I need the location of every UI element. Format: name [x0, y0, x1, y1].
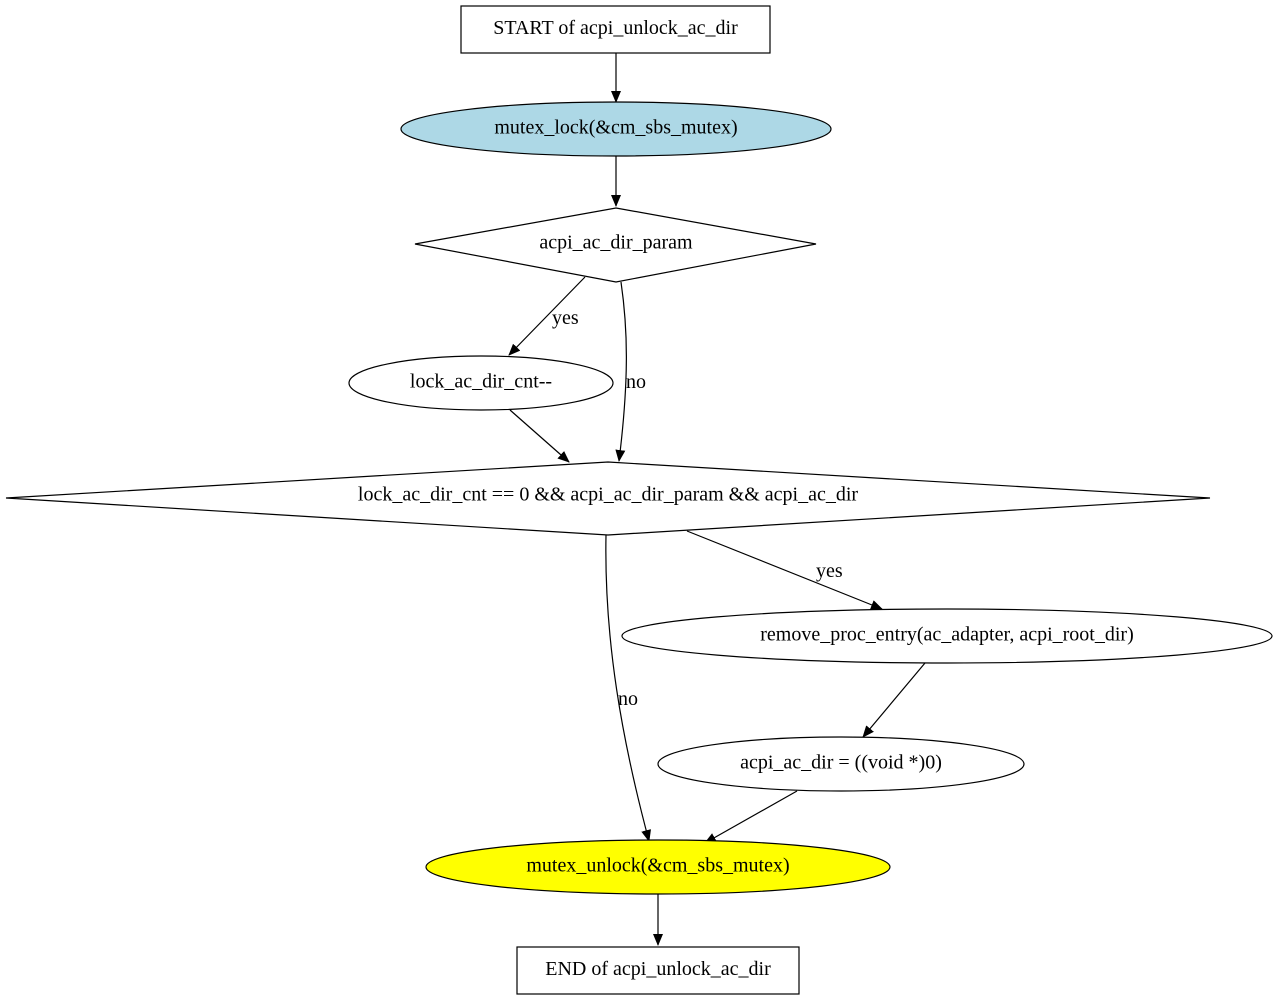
node-start: START of acpi_unlock_ac_dir [460, 5, 771, 54]
node-end-label: END of acpi_unlock_ac_dir [545, 958, 771, 980]
node-cond1-label: acpi_ac_dir_param [539, 232, 693, 254]
edge-label-cond2-yes: yes [816, 560, 843, 582]
node-lock-cnt-decrement: lock_ac_dir_cnt-- [348, 355, 614, 411]
edge-remove-to-assign [862, 662, 926, 738]
edge-cond1-to-cond2 [615, 281, 627, 462]
node-remove-proc-entry: remove_proc_entry(ac_adapter, acpi_root_… [621, 608, 1273, 664]
edges [508, 53, 926, 946]
node-remove-label: remove_proc_entry(ac_adapter, acpi_root_… [760, 624, 1133, 646]
edge-label-cond2-no: no [618, 688, 638, 710]
edge-label-cond1-no: no [626, 371, 646, 393]
edge-cond1-to-dec [508, 276, 586, 356]
node-cond-lock-cnt-zero: lock_ac_dir_cnt == 0 && acpi_ac_dir_para… [5, 461, 1211, 536]
edge-assign-to-unlock [704, 790, 798, 844]
node-mutex-unlock-label: mutex_unlock(&cm_sbs_mutex) [526, 855, 789, 877]
node-dec-label: lock_ac_dir_cnt-- [410, 371, 552, 393]
node-assign-label: acpi_ac_dir = ((void *)0) [740, 752, 942, 774]
node-assign-null: acpi_ac_dir = ((void *)0) [657, 736, 1025, 792]
edge-cond2-to-remove [686, 530, 883, 610]
node-mutex-lock-label: mutex_lock(&cm_sbs_mutex) [494, 117, 737, 139]
node-end: END of acpi_unlock_ac_dir [516, 946, 800, 995]
edge-cond2-to-unlock [605, 534, 651, 842]
edge-dec-to-cond2 [509, 409, 570, 463]
node-mutex-lock: mutex_lock(&cm_sbs_mutex) [400, 101, 832, 157]
edge-label-cond1-yes: yes [552, 307, 579, 329]
node-mutex-unlock: mutex_unlock(&cm_sbs_mutex) [425, 839, 891, 895]
node-start-label: START of acpi_unlock_ac_dir [493, 17, 738, 39]
node-cond2-label: lock_ac_dir_cnt == 0 && acpi_ac_dir_para… [358, 484, 858, 506]
node-cond-acpi-ac-dir-param: acpi_ac_dir_param [414, 207, 817, 283]
edge-labels: yes no yes no [552, 307, 843, 710]
